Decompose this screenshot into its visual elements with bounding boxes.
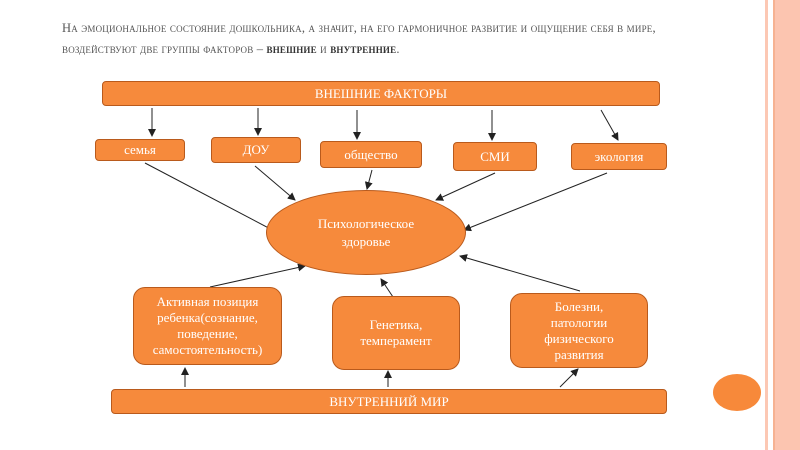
factor-family: семья — [95, 139, 185, 161]
factor-media: СМИ — [453, 142, 537, 171]
factor-ecology: экология — [571, 143, 667, 170]
decorative-stripe — [765, 0, 768, 450]
factor-society: общество — [320, 141, 422, 168]
inner-world-bar: ВНУТРЕННИЙ МИР — [111, 389, 667, 414]
decorative-band — [773, 0, 800, 450]
diseases-box: Болезни, патологии физического развития — [510, 293, 648, 368]
external-factors-bar: ВНЕШНИЕ ФАКТОРЫ — [102, 81, 660, 106]
factor-dou: ДОУ — [211, 137, 301, 163]
genetics-box: Генетика, темперамент — [332, 296, 460, 370]
psychological-health: Психологическое здоровье — [266, 190, 466, 275]
active-position-box: Активная позиция ребенка(сознание, повед… — [133, 287, 282, 365]
slide-title: На эмоциональное состояние дошкольника, … — [62, 21, 656, 56]
decorative-circle — [713, 374, 761, 411]
